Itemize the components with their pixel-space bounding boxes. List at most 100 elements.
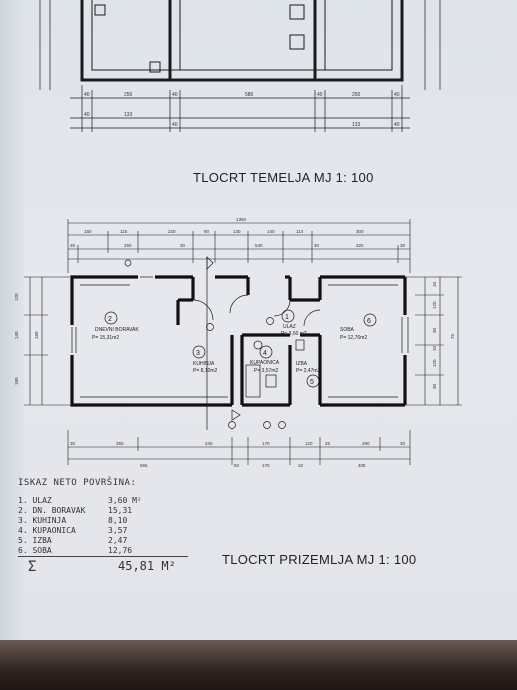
- dim-label: 120: [14, 293, 19, 301]
- dim-label: 30: [70, 441, 76, 446]
- list-item: 6. SOBA 12,76: [18, 546, 188, 557]
- area-list-heading: ISKAZ NETO POVRŠINA:: [18, 478, 137, 488]
- room-name: SOBA: [340, 327, 355, 333]
- dim-label: 1350: [236, 217, 247, 222]
- room-area: P= 3,57m2: [254, 368, 279, 374]
- area-item-name: 1. ULAZ: [18, 496, 52, 505]
- area-item-value: 15,31: [108, 506, 133, 515]
- dim-label: 250: [124, 92, 133, 98]
- area-item-value: 3,57: [108, 526, 128, 535]
- room-area: P= 3,60 m2: [281, 331, 307, 337]
- dim-label: 130: [233, 229, 241, 234]
- room-area: P= 8,10m2: [193, 368, 218, 374]
- dim-label: 565: [140, 463, 148, 468]
- dim-label: 170: [262, 441, 270, 446]
- dim-label: 540: [255, 243, 263, 248]
- dim-label: 90: [204, 229, 210, 234]
- dim-label: 150: [84, 229, 92, 234]
- area-item-value: 3,60 M²: [108, 496, 142, 505]
- dim-label: 60: [234, 463, 240, 468]
- room-number: 5: [310, 379, 314, 386]
- list-item: 2. DN. BORAVAK 15,31: [18, 506, 188, 516]
- dim-label: 40: [317, 92, 323, 98]
- ground-floor-plan-title: TLOCRT PRIZEMLJA MJ 1: 100: [222, 552, 417, 567]
- room-name: IZBA: [296, 361, 308, 367]
- area-total-value: 45,81 M²: [118, 559, 176, 573]
- dim-label: 320: [356, 243, 364, 248]
- dim-label: 30: [180, 243, 186, 248]
- sum-symbol: Σ: [28, 559, 37, 575]
- area-item-name: 4. KUPAONICA: [18, 526, 76, 535]
- room-number: 1: [285, 314, 289, 321]
- page-edge: [0, 0, 24, 648]
- room-number: 3: [196, 350, 200, 357]
- room-name: ULAZ: [283, 324, 296, 330]
- area-item-name: 2. DN. BORAVAK: [18, 506, 86, 515]
- ground-floor-plan-drawing: 2 3 1 4 5 6 DNEVNI BORAVAK P= 15,31m2 KU…: [14, 217, 462, 468]
- area-item-name: 6. SOBA: [18, 546, 52, 555]
- dim-label: 40: [394, 92, 400, 98]
- dim-label: 300: [356, 229, 364, 234]
- paper-sheet: [0, 0, 517, 648]
- room-name: KUHINJA: [193, 361, 215, 367]
- area-item-value: 8,10: [108, 516, 128, 525]
- dim-label: 405: [358, 463, 366, 468]
- dim-label: 140: [14, 331, 19, 339]
- dim-label: 30: [70, 243, 76, 248]
- area-item-value: 12,76: [108, 546, 133, 555]
- list-item: 5. IZBA 2,47: [18, 536, 188, 546]
- room-number: 2: [108, 316, 112, 323]
- dim-label: 133: [352, 122, 361, 128]
- area-total-row: Σ 45,81 M²: [18, 559, 188, 575]
- dim-label: 220: [168, 229, 176, 234]
- net-area-list: ISKAZ NETO POVRŠINA: 1. ULAZ 3,60 M² 2. …: [18, 478, 188, 575]
- dim-label: 75: [450, 333, 455, 339]
- room-number: 6: [367, 318, 371, 325]
- dim-label: 240: [205, 441, 213, 446]
- dim-label: 10: [432, 281, 437, 287]
- dim-label: 180: [14, 377, 19, 385]
- dim-label: 10: [432, 345, 437, 351]
- dim-label: 115: [120, 229, 128, 234]
- list-item: 1. ULAZ 3,60 M²: [18, 496, 188, 506]
- dim-label: 160: [34, 331, 39, 339]
- dim-label: 250: [352, 92, 361, 98]
- dim-label: 30: [432, 383, 437, 389]
- list-item: 3. KUHINJA 8,10: [18, 516, 188, 526]
- dim-label: 120: [305, 441, 313, 446]
- dim-label: 250: [124, 243, 132, 248]
- dim-label: 290: [362, 441, 370, 446]
- dim-label: 30: [400, 243, 406, 248]
- area-item-name: 5. IZBA: [18, 536, 52, 545]
- area-item-name: 3. KUHINJA: [18, 516, 67, 525]
- dim-label: 30: [432, 327, 437, 333]
- dim-label: 10: [298, 463, 304, 468]
- dim-label: 350: [116, 441, 124, 446]
- dim-label: 114: [296, 229, 304, 234]
- area-item-value: 2,47: [108, 536, 128, 545]
- dim-label: 580: [245, 92, 254, 98]
- dim-label: 40: [172, 122, 178, 128]
- dim-label: 140: [267, 229, 275, 234]
- room-area: P= 12,76m2: [340, 335, 367, 341]
- room-name: KUPAONICA: [250, 360, 280, 366]
- foundation-plan-title: TLOCRT TEMELJA MJ 1: 100: [193, 170, 374, 185]
- dim-label: 40: [172, 92, 178, 98]
- dim-label: 133: [124, 112, 133, 118]
- room-number: 4: [263, 350, 267, 357]
- dim-label: 30: [400, 441, 406, 446]
- table-surface: [0, 640, 517, 690]
- dim-label: 40: [84, 112, 90, 118]
- dim-label: 120: [432, 301, 437, 309]
- room-area: P= 2,47m2: [296, 368, 321, 374]
- room-area: P= 15,31m2: [92, 335, 119, 341]
- dim-label: 40: [394, 122, 400, 128]
- room-name: DNEVNI BORAVAK: [95, 327, 139, 333]
- dim-label: 170: [262, 463, 270, 468]
- dim-label: 30: [314, 243, 320, 248]
- dim-label: 40: [84, 92, 90, 98]
- foundation-plan-drawing: 40 250 40 580 40 250 40 40 133 40 133 40: [39, 0, 441, 132]
- list-item: 4. KUPAONICA 3,57: [18, 526, 188, 536]
- dim-label: 25: [325, 441, 331, 446]
- dim-label: 120: [432, 359, 437, 367]
